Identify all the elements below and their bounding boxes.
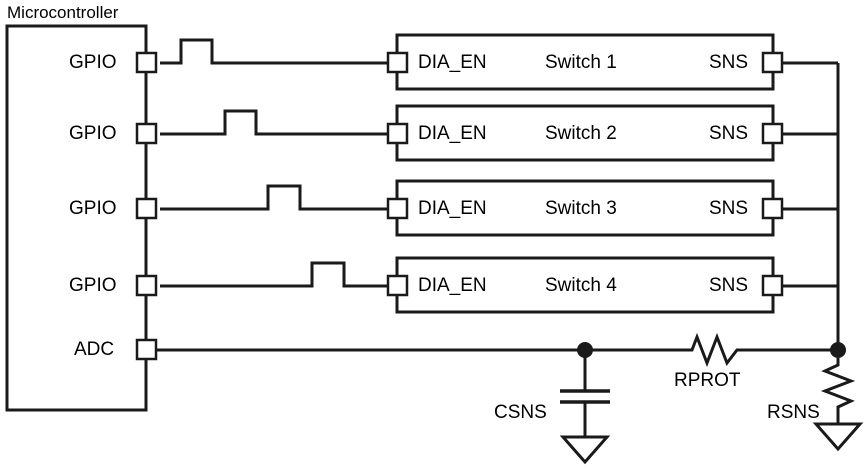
component-label-rsns: RSNS bbox=[767, 402, 820, 423]
resistor-rprot-symbol bbox=[686, 332, 742, 368]
switch-2-dia-en-pin[interactable] bbox=[386, 122, 409, 145]
diagram-title: Microcontroller bbox=[7, 3, 119, 22]
mcu-pin-label-gpio-1: GPIO bbox=[69, 52, 117, 73]
switch-3-title: Switch 3 bbox=[545, 198, 617, 219]
switch-2-title: Switch 2 bbox=[545, 123, 617, 144]
switch-2-input-label: DIA_EN bbox=[418, 123, 487, 144]
switch-2-output-label: SNS bbox=[709, 123, 749, 144]
switch-4-dia-en-pin[interactable] bbox=[386, 274, 409, 297]
mcu-pin-label-gpio-3: GPIO bbox=[69, 198, 117, 219]
switch-4-sns-pin[interactable] bbox=[761, 274, 784, 297]
switch-4-input-label: DIA_EN bbox=[418, 275, 487, 296]
switch-1-sns-pin[interactable] bbox=[761, 51, 784, 74]
switch-1-dia-en-pin[interactable] bbox=[386, 51, 409, 74]
waveform-gpio-2 bbox=[160, 109, 373, 136]
ground-symbol-rsns bbox=[812, 422, 864, 452]
switch-3-dia-en-pin[interactable] bbox=[386, 197, 409, 220]
ground-symbol-csns bbox=[559, 435, 611, 465]
component-label-csns: CSNS bbox=[494, 402, 547, 423]
mcu-pin-gpio-1[interactable] bbox=[135, 51, 158, 74]
mcu-pin-gpio-4[interactable] bbox=[135, 274, 158, 297]
switch-3-input-label: DIA_EN bbox=[418, 198, 487, 219]
switch-box-4[interactable] bbox=[395, 256, 775, 314]
switch-1-title: Switch 1 bbox=[545, 52, 617, 73]
mcu-pin-label-gpio-4: GPIO bbox=[69, 275, 117, 296]
waveform-gpio-3 bbox=[160, 184, 373, 211]
waveform-gpio-4 bbox=[160, 261, 373, 288]
waveform-gpio-1 bbox=[160, 38, 373, 65]
switch-4-output-label: SNS bbox=[709, 275, 749, 296]
switch-box-1[interactable] bbox=[395, 33, 775, 91]
switch-2-sns-pin[interactable] bbox=[761, 122, 784, 145]
mcu-pin-label-adc: ADC bbox=[74, 339, 115, 360]
switch-box-3[interactable] bbox=[395, 179, 775, 237]
switch-3-sns-pin[interactable] bbox=[761, 197, 784, 220]
mcu-pin-label-gpio-2: GPIO bbox=[69, 123, 117, 144]
mcu-pin-gpio-3[interactable] bbox=[135, 197, 158, 220]
switch-1-input-label: DIA_EN bbox=[418, 52, 487, 73]
mcu-pin-gpio-2[interactable] bbox=[135, 122, 158, 145]
resistor-rsns-symbol bbox=[820, 358, 856, 424]
mcu-pin-adc[interactable] bbox=[135, 338, 158, 361]
switch-1-output-label: SNS bbox=[709, 52, 749, 73]
junction-dot-rsns bbox=[830, 342, 846, 358]
mcu-body bbox=[5, 24, 148, 412]
switch-3-output-label: SNS bbox=[709, 198, 749, 219]
switch-4-title: Switch 4 bbox=[545, 275, 617, 296]
component-label-rprot: RPROT bbox=[674, 370, 741, 391]
